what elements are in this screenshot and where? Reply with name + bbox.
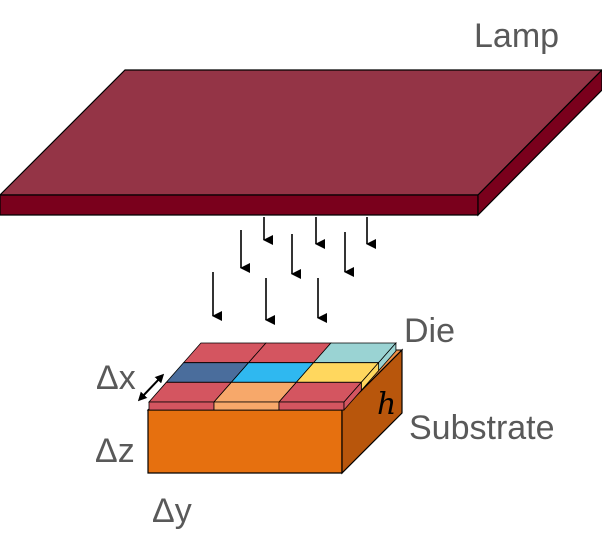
delta-x-arrow [137, 373, 165, 402]
lamp-label: Lamp [474, 17, 559, 55]
die-cell-edge [278, 401, 345, 411]
radiation-arrows [212, 217, 376, 325]
delta-y-label: Δy [152, 492, 192, 530]
die-cell-edge [343, 381, 362, 412]
delta-x-label: Δx [96, 359, 136, 397]
delta-z-label: Δz [95, 432, 135, 470]
die-cell-edge [213, 401, 280, 411]
lamp-front-face [0, 194, 479, 216]
die-grid [148, 341, 397, 412]
die-cell-edge [148, 401, 215, 411]
die-label: Die [404, 312, 455, 350]
lamp-side-face [477, 69, 602, 217]
substrate-front-face [147, 409, 343, 474]
substrate-label: Substrate [409, 409, 555, 447]
h-label: h [377, 387, 396, 422]
substrate-side-face [341, 348, 403, 475]
lamp [0, 69, 602, 217]
